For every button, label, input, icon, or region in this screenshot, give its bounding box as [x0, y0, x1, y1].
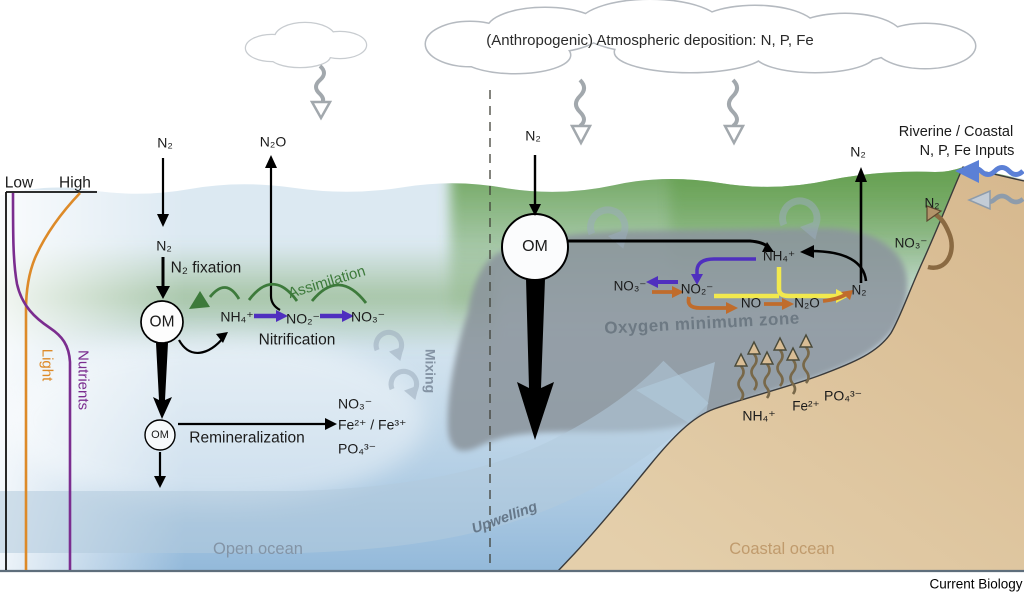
coastal-ocean-region-label: Coastal ocean	[729, 539, 835, 558]
sediment	[558, 167, 1024, 571]
cloud-large-fill	[426, 0, 975, 73]
mixing-label: Mixing	[422, 348, 439, 394]
axis-high-label: High	[59, 174, 91, 192]
coastal-n2-input-label: N₂	[525, 127, 541, 144]
om-coastal-label: OM	[522, 238, 548, 256]
nutrients-curve-label: Nutrients	[74, 349, 92, 411]
upwelling-band	[0, 360, 709, 553]
om-circle-surface	[140, 300, 184, 344]
upwelling-arrowhead	[636, 362, 715, 432]
omz-purple-arrowheads	[646, 274, 703, 288]
light-curve-label: Light	[38, 348, 56, 382]
riverine-arrow-icon	[974, 165, 1024, 177]
riverine-label-line1: Riverine / Coastal	[898, 124, 1014, 141]
no3-label: NO₃⁻	[350, 308, 386, 325]
open-ocean-arrowheads	[153, 155, 337, 488]
omz-n2-label: N₂	[851, 282, 867, 298]
omz-anammox-arrow	[714, 267, 836, 299]
nh4-label: NH₄⁺	[220, 308, 254, 325]
remin-po4-label: PO₄³⁻	[338, 440, 376, 457]
nitrification-label: Nitrification	[258, 331, 336, 349]
deposition-arrowheads	[309, 100, 746, 146]
sediment-flux-arrowheads	[733, 333, 814, 367]
omz-purple-arrows	[658, 257, 756, 284]
assimilation-arcs	[208, 282, 368, 304]
omz-nh4-label: NH₄⁺	[762, 248, 796, 264]
riverine-arrowhead	[955, 160, 979, 183]
riverine-label-line2: N, P, Fe Inputs	[919, 143, 1015, 160]
sediment-edge	[557, 166, 1024, 572]
mid-pale-zone	[5, 335, 425, 505]
omz-region	[447, 227, 908, 451]
omz-denitrification-arrowheads	[672, 286, 853, 314]
sediment-po4-label: PO₄³⁻	[824, 387, 862, 404]
nutrients-curve	[11, 192, 72, 570]
coastal-black-arrowheads	[529, 167, 867, 258]
remin-fe-label: Fe²⁺ / Fe³⁺	[338, 416, 407, 433]
omz-no-label: NO	[740, 295, 762, 311]
deposition-arrow-icon	[314, 64, 739, 128]
assimilation-arrowhead	[189, 291, 210, 309]
om-export-arrow-coastal	[517, 279, 554, 440]
om-circle-deep	[144, 419, 176, 451]
remineralization-label: Remineralization	[189, 429, 305, 447]
no2-label: NO₂⁻	[286, 310, 320, 327]
shelf-no3-label: NO₃⁻	[894, 235, 928, 251]
journal-credit: Current Biology	[929, 576, 1023, 592]
atmospheric-deposition-label: (Anthropogenic) Atmospheric deposition: …	[486, 31, 814, 49]
sediment-nh4-label: NH₄⁺	[742, 407, 776, 424]
groundwater-arrowhead	[967, 189, 991, 211]
sediment-flux-arrows	[737, 346, 810, 401]
n2-atmosphere-label: N₂	[157, 134, 173, 151]
shelf-denitrification-arrowhead	[926, 205, 943, 223]
axis-low-label: Low	[4, 174, 34, 192]
n2-fixation-label: N₂ fixation	[170, 259, 242, 277]
coastal-n2-efflux-label: N₂	[850, 143, 866, 160]
open-ocean-arrows	[158, 158, 325, 477]
depth-profile-axis	[5, 191, 97, 570]
remin-no3-label: NO₃⁻	[338, 395, 373, 412]
omz-n2o-label: N₂O	[794, 295, 820, 311]
cloud-small-fill	[246, 23, 366, 67]
groundwater-arrow-icon	[986, 193, 1024, 205]
omz-no2-label: NO₂⁻	[680, 281, 714, 297]
light-curve	[24, 192, 81, 570]
shelf-denitrification-arrow	[927, 211, 954, 270]
n2o-efflux-label: N₂O	[259, 133, 287, 150]
om-surface-label: OM	[149, 313, 175, 331]
open-ocean-region-label: Open ocean	[213, 539, 303, 558]
n2-dissolved-label: N₂	[156, 237, 172, 254]
om-deep-label: OM	[151, 428, 169, 441]
nitrification-arrowheads	[276, 310, 354, 322]
sediment-fe-label: Fe²⁺	[792, 398, 820, 414]
omz-no3-label: NO₃⁻	[613, 278, 647, 294]
shelf-n2-label: N₂	[924, 195, 940, 211]
